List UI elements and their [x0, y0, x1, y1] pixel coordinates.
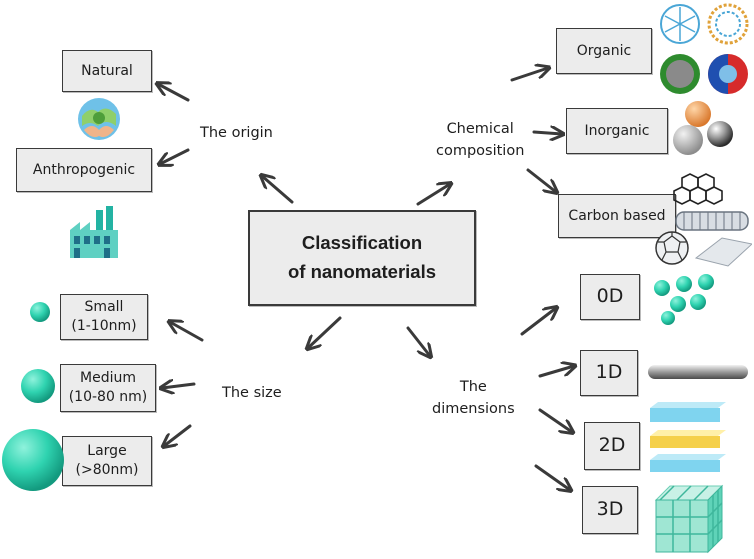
inorganic-text: Inorganic	[584, 122, 650, 139]
3d-box: 3D	[582, 486, 638, 534]
3d-cube-icon	[654, 484, 724, 554]
arrow-center-to-size	[308, 316, 342, 348]
3d-text: 3D	[596, 498, 624, 521]
center-title-line2: of nanomaterials	[287, 261, 437, 282]
2d-box: 2D	[584, 422, 640, 470]
anthropogenic-text: Anthropogenic	[32, 161, 136, 178]
arrow-dimensions-to-2d	[538, 408, 572, 432]
organic-box: Organic	[556, 28, 652, 74]
dimensions-label: The dimensions	[432, 376, 515, 421]
composition-label: Chemical composition	[436, 118, 524, 163]
composition-label-line1: Chemical	[446, 121, 514, 137]
inorganic-nanoparticles-icon	[673, 101, 733, 155]
natural-box: Natural	[62, 50, 152, 92]
medium-line2: (10-80 nm)	[68, 389, 148, 405]
1d-box: 1D	[580, 350, 638, 396]
arrow-size-to-medium	[162, 384, 196, 388]
anthropogenic-box: Anthropogenic	[16, 148, 152, 192]
0d-quantum-dots-icon	[654, 274, 714, 325]
origin-label: The origin	[200, 125, 273, 141]
medium-box: Medium (10-80 nm)	[60, 364, 156, 412]
large-box: Large (>80nm)	[62, 436, 152, 486]
arrow-center-to-composition	[416, 184, 450, 206]
factory-icon	[70, 206, 118, 258]
arrow-composition-to-carbon	[526, 168, 556, 192]
organic-nanoparticles-icon	[660, 3, 749, 94]
center-box: Classification of nanomaterials	[248, 210, 476, 306]
small-sphere	[30, 302, 50, 322]
organic-text: Organic	[576, 42, 632, 59]
arrow-size-to-small	[170, 322, 204, 342]
arrow-size-to-large	[164, 424, 192, 446]
natural-text: Natural	[81, 62, 133, 79]
small-line2: (1-10nm)	[71, 318, 137, 334]
composition-label-line2: composition	[436, 143, 525, 160]
large-line2: (>80nm)	[75, 462, 139, 478]
size-label: The size	[222, 385, 282, 401]
arrow-origin-to-natural	[158, 84, 190, 102]
inorganic-box: Inorganic	[566, 108, 668, 154]
center-title-line1: Classification	[301, 232, 423, 254]
medium-sphere	[21, 369, 55, 403]
medium-line1: Medium	[80, 370, 136, 387]
arrow-center-to-origin	[262, 176, 294, 204]
arrow-dimensions-to-3d	[534, 464, 570, 490]
carbon-nanostructures-icon	[655, 173, 752, 267]
arrow-composition-to-organic	[510, 68, 548, 82]
dimensions-label-line2: dimensions	[432, 401, 515, 418]
1d-nanorod-icon	[648, 365, 748, 379]
globe-hands-icon	[78, 98, 120, 140]
small-box: Small (1-10nm)	[60, 294, 148, 340]
arrow-center-to-dimensions	[406, 326, 430, 356]
carbon-based-box: Carbon based	[558, 194, 676, 238]
0d-text: 0D	[596, 285, 624, 308]
small-line1: Small	[84, 299, 124, 316]
2d-text: 2D	[598, 434, 626, 457]
0d-box: 0D	[580, 274, 640, 320]
arrow-dimensions-to-1d	[538, 366, 574, 378]
teal-spheres-sizes	[2, 302, 64, 491]
dimensions-label-line1: The	[459, 379, 487, 395]
carbon-based-text: Carbon based	[568, 207, 666, 224]
large-sphere	[2, 429, 64, 491]
large-line1: Large	[87, 443, 127, 460]
arrow-dimensions-to-0d	[520, 308, 556, 336]
arrow-origin-to-anthropogenic	[160, 148, 190, 164]
arrow-composition-to-inorganic	[532, 132, 562, 134]
1d-text: 1D	[595, 361, 623, 384]
2d-layers-icon	[650, 402, 726, 472]
